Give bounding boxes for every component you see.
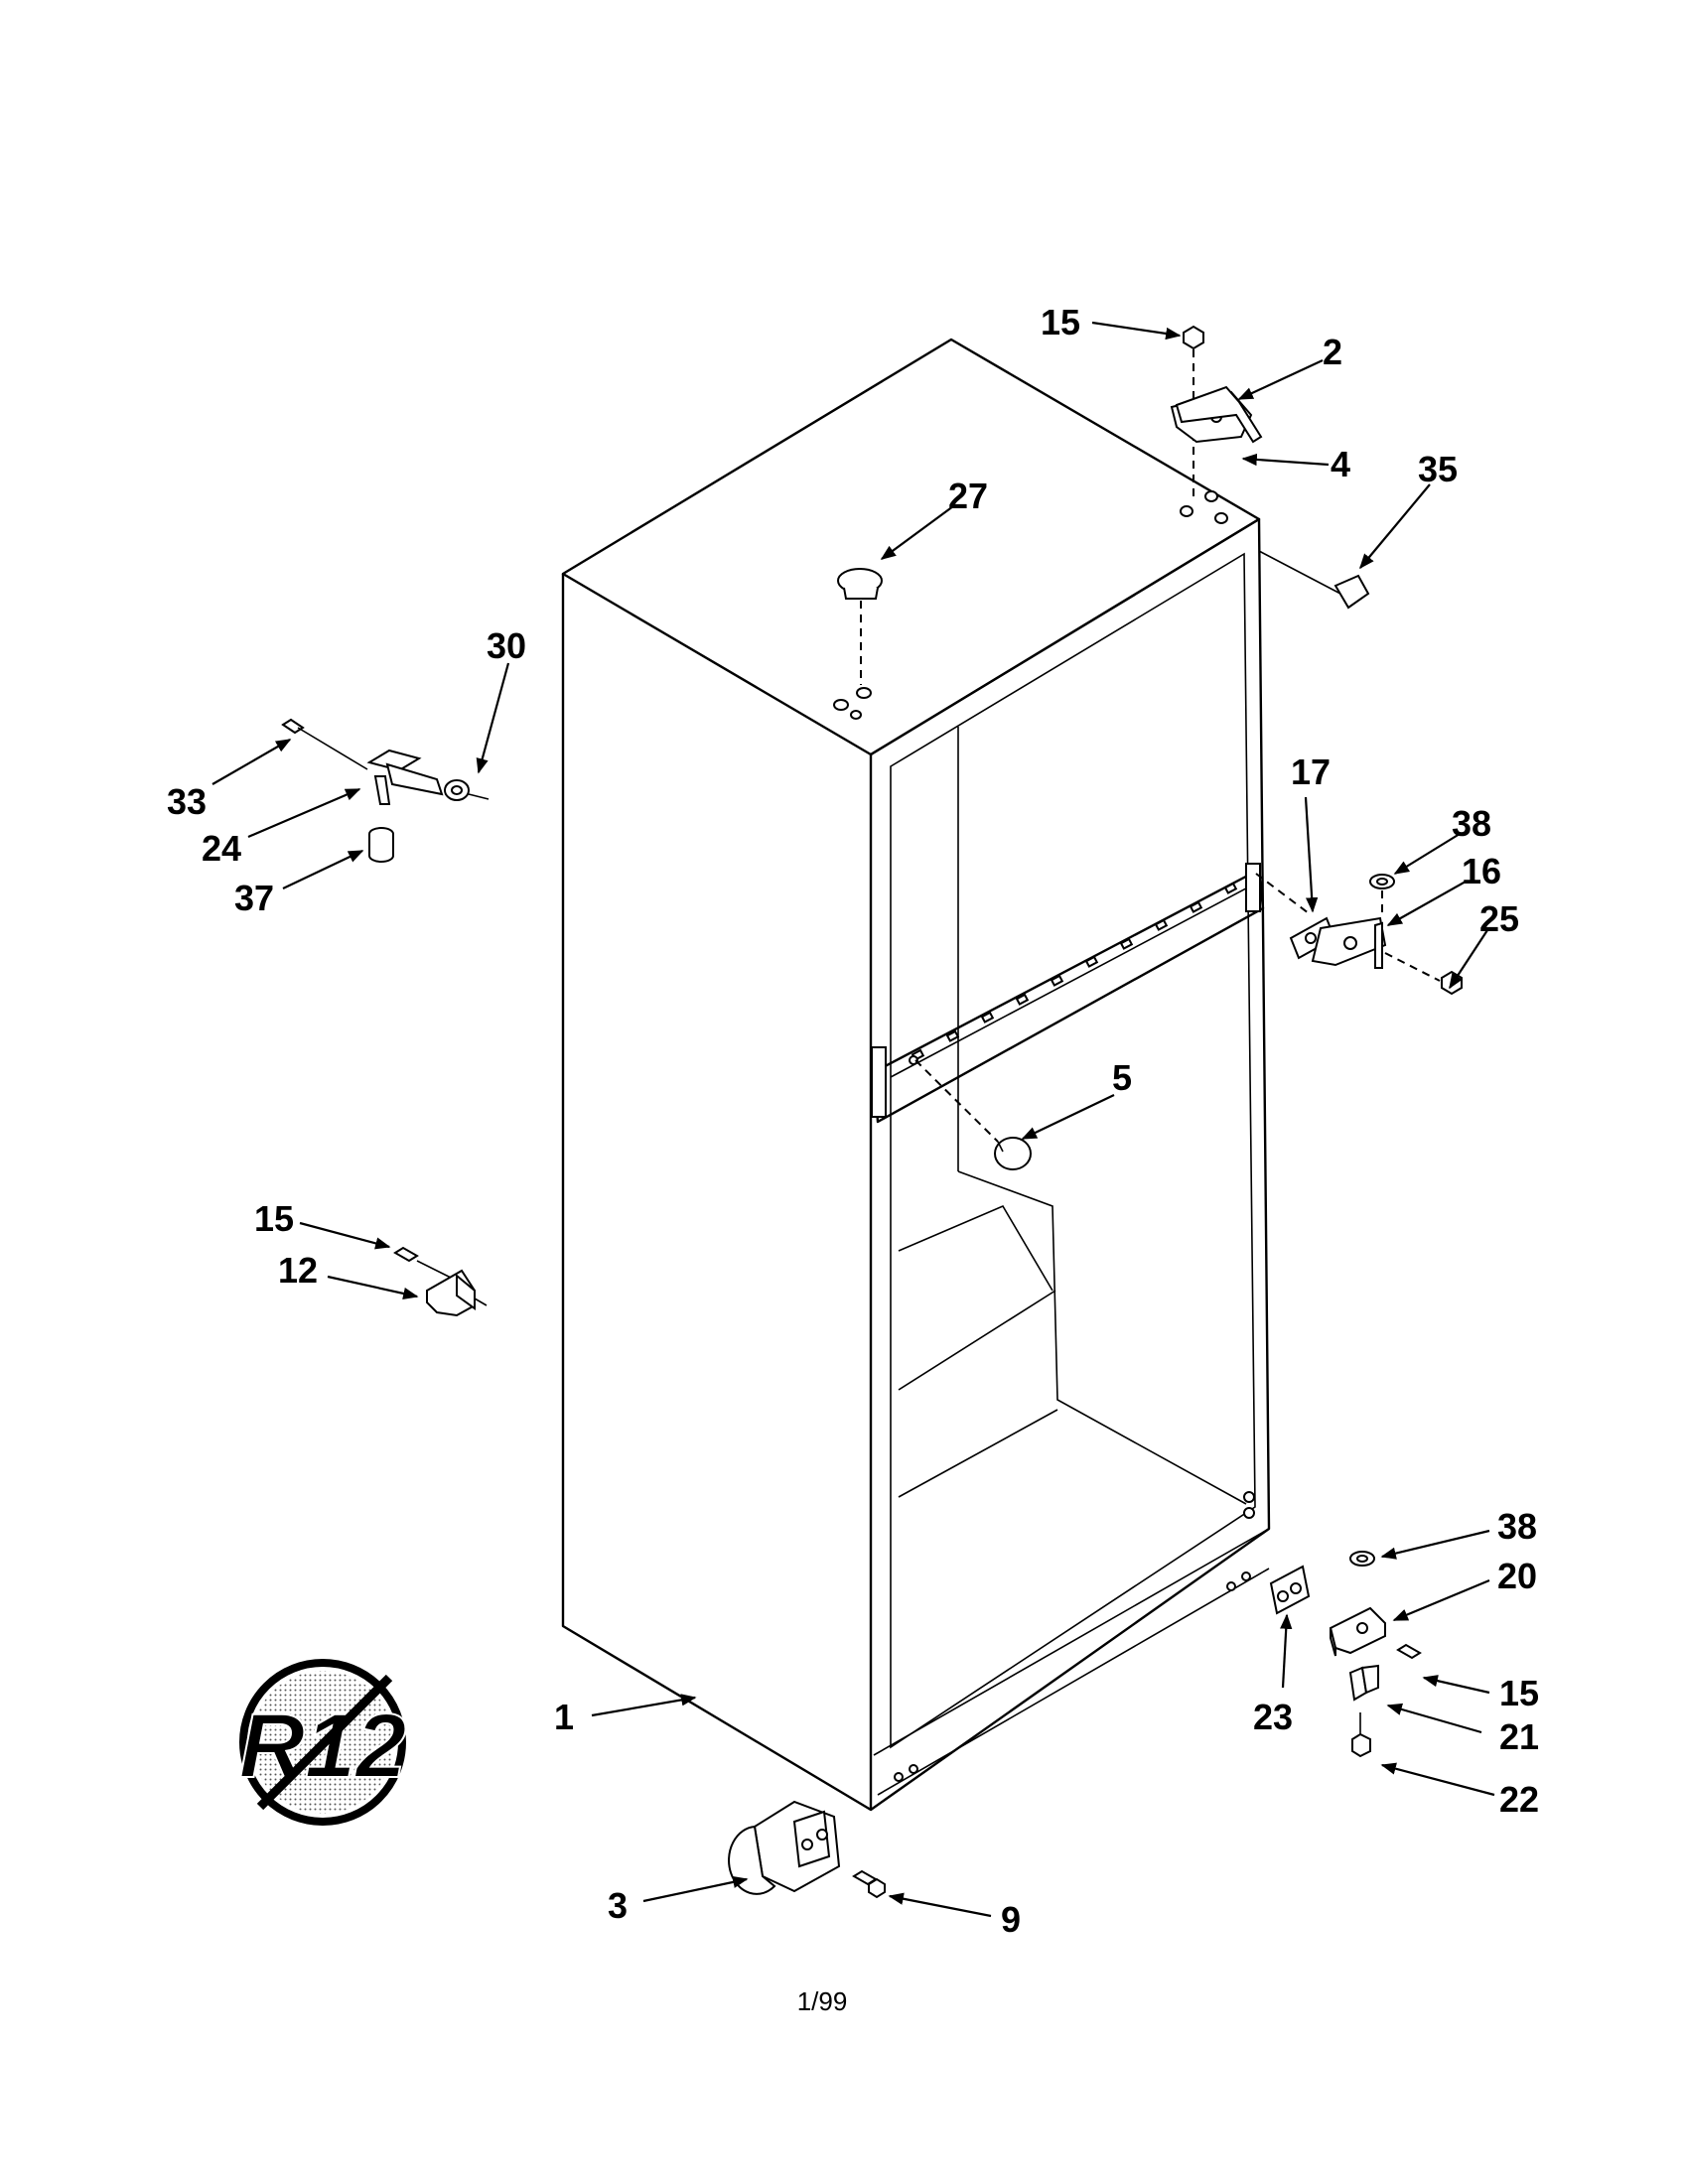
callout-5: 5 [1112, 1057, 1132, 1098]
callout-35: 35 [1418, 449, 1458, 489]
no-r12-badge: R12 [238, 1659, 407, 1826]
hinge-cap-35 [1258, 550, 1370, 610]
footer-date: 1/99 [797, 1986, 848, 2016]
callout-12: 12 [278, 1250, 318, 1291]
roller-assembly [728, 1800, 886, 1899]
callout-3: 3 [608, 1885, 628, 1926]
callout-27: 27 [948, 476, 988, 516]
callout-15-left: 15 [254, 1198, 294, 1239]
callout-labels: 15 2 4 35 27 30 33 24 37 17 38 16 25 5 1… [167, 302, 1539, 1940]
callout-37: 37 [234, 878, 274, 918]
callout-4: 4 [1331, 444, 1350, 484]
mullion-slots [911, 882, 1238, 1061]
callout-9: 9 [1001, 1899, 1021, 1940]
callout-21: 21 [1499, 1716, 1539, 1757]
callout-38-upper: 38 [1452, 803, 1491, 844]
left-bracket-assembly [281, 718, 490, 863]
lower-hinge-assembly [1269, 1551, 1422, 1758]
callout-20: 20 [1497, 1556, 1537, 1596]
callout-2: 2 [1323, 332, 1342, 372]
callout-1: 1 [554, 1697, 574, 1737]
callout-22: 22 [1499, 1779, 1539, 1820]
callout-30: 30 [487, 625, 526, 666]
top-hinge-assembly [1170, 325, 1263, 501]
callout-15-top: 15 [1041, 302, 1080, 342]
leader-lines [211, 321, 1495, 1918]
callout-38-lower: 38 [1497, 1506, 1537, 1547]
left-clip-assembly [393, 1246, 488, 1317]
plug-27 [837, 568, 883, 685]
refrigerator-cabinet [561, 338, 1271, 1812]
callout-17: 17 [1291, 751, 1331, 792]
callout-24: 24 [202, 828, 241, 869]
plug-5 [914, 1059, 1032, 1170]
callout-25: 25 [1479, 898, 1519, 939]
callout-23: 23 [1253, 1697, 1293, 1737]
center-hinge-assembly [1255, 873, 1463, 996]
callout-16: 16 [1462, 851, 1501, 891]
callout-33: 33 [167, 781, 207, 822]
callout-15-lower: 15 [1499, 1673, 1539, 1713]
